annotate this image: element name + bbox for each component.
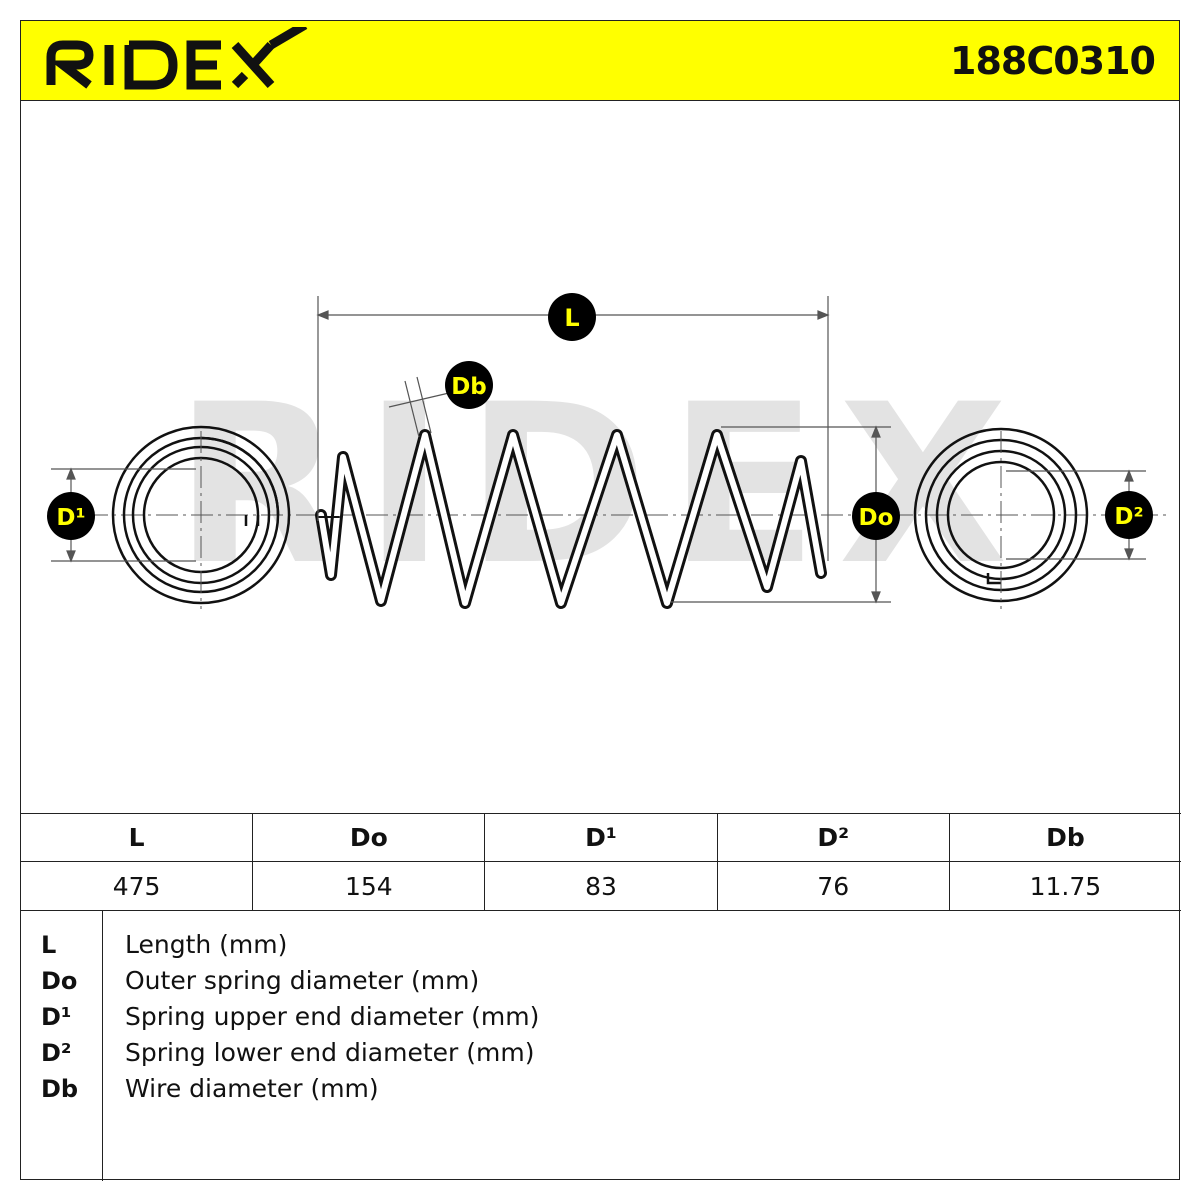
lower-end-view xyxy=(913,427,1089,609)
spec-value-row: 475 154 83 76 11.75 xyxy=(21,862,1181,910)
legend-key: D¹ xyxy=(41,1003,72,1031)
svg-text:Do: Do xyxy=(859,505,894,531)
legend: L Length (mm) Do Outer spring diameter (… xyxy=(21,911,1181,1181)
lower-end-diameter-dimension xyxy=(1006,469,1146,561)
callout-Do: Do xyxy=(852,492,900,540)
legend-desc: Wire diameter (mm) xyxy=(125,1074,379,1103)
legend-row: Db Wire diameter (mm) xyxy=(21,1071,1181,1107)
callout-D1: D¹ xyxy=(47,492,95,540)
callout-Db: Db xyxy=(445,361,493,409)
callout-D2: D² xyxy=(1105,491,1153,539)
legend-row: D¹ Spring upper end diameter (mm) xyxy=(21,999,1181,1035)
legend-row: Do Outer spring diameter (mm) xyxy=(21,963,1181,999)
spring-drawing: RIDEX xyxy=(47,293,1171,613)
spec-value-cell: 76 xyxy=(718,862,950,910)
spec-header-cell: Do xyxy=(253,814,486,861)
spec-header-cell: D¹ xyxy=(485,814,718,861)
watermark-logo: RIDEX xyxy=(174,357,1028,613)
legend-desc: Outer spring diameter (mm) xyxy=(125,966,480,995)
spec-value-cell: 11.75 xyxy=(1029,871,1102,901)
outer-diameter-dimension xyxy=(671,425,891,604)
spec-header-cell: Db xyxy=(1046,823,1085,852)
wire-diameter-dimension xyxy=(388,376,450,438)
spec-value-cell: 475 xyxy=(21,862,254,910)
legend-row: L Length (mm) xyxy=(21,927,1181,963)
legend-divider xyxy=(102,911,103,1181)
spec-value-cell: 83 xyxy=(485,862,718,910)
legend-key: L xyxy=(41,931,57,959)
legend-desc: Spring upper end diameter (mm) xyxy=(125,1002,540,1031)
spec-table: L Do D¹ D² Db 475 154 83 76 11.75 xyxy=(21,813,1181,911)
legend-key: Do xyxy=(41,967,78,995)
spec-header-cell: D² xyxy=(718,814,950,861)
spec-header-row: L Do D¹ D² Db xyxy=(21,814,1181,862)
spring-side-view xyxy=(315,429,827,609)
callout-L: L xyxy=(548,293,596,341)
legend-key: D² xyxy=(41,1039,72,1067)
spec-value-cell: 154 xyxy=(253,862,486,910)
svg-text:L: L xyxy=(564,304,579,332)
spec-header-cell: L xyxy=(21,814,254,861)
svg-text:D¹: D¹ xyxy=(56,505,85,531)
legend-key: Db xyxy=(41,1075,79,1103)
part-number: 188C0310 xyxy=(950,39,1156,83)
header-bar: 188C0310 xyxy=(21,21,1179,101)
svg-text:Db: Db xyxy=(451,374,487,400)
product-sheet: 188C0310 RIDEX xyxy=(20,20,1181,1181)
legend-row: D² Spring lower end diameter (mm) xyxy=(21,1035,1181,1071)
legend-desc: Spring lower end diameter (mm) xyxy=(125,1038,535,1067)
upper-end-view xyxy=(111,425,291,609)
svg-text:D²: D² xyxy=(1114,504,1143,530)
ridex-logo xyxy=(46,27,308,90)
legend-desc: Length (mm) xyxy=(125,930,288,959)
